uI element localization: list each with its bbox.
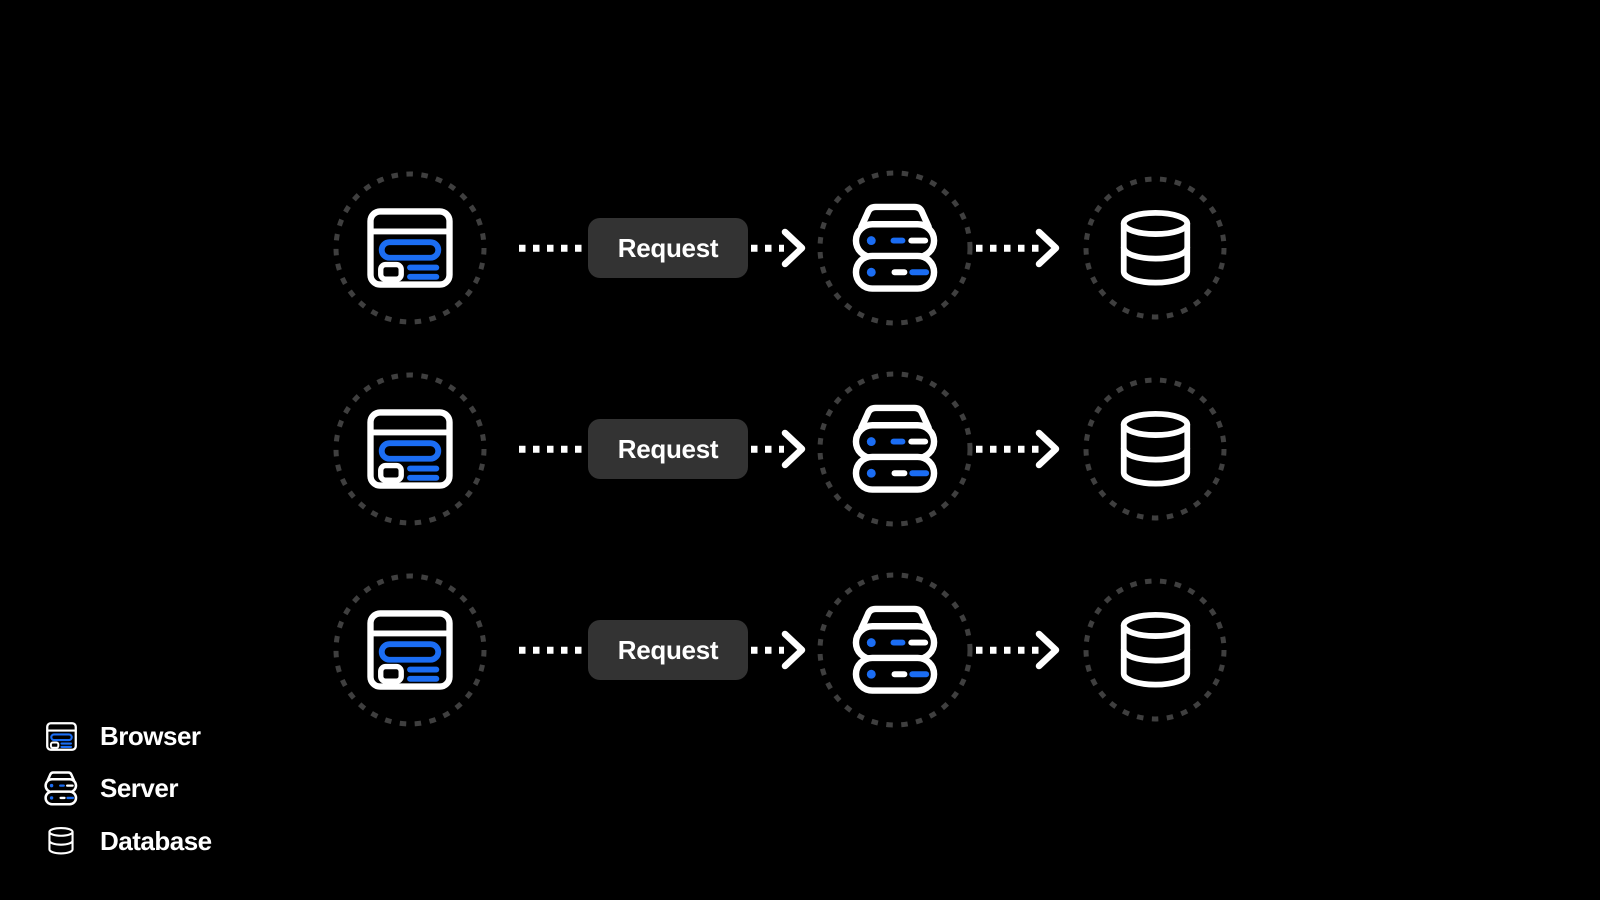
server-icon (852, 203, 939, 293)
arrow-head-icon (781, 228, 806, 268)
legend: Browser Server Database (44, 710, 212, 868)
database-node (1083, 176, 1227, 320)
arrow-head-icon (781, 630, 806, 670)
database-icon (1117, 411, 1194, 488)
request-badge: Request (588, 419, 748, 479)
legend-label: Server (100, 773, 178, 804)
browser-icon (367, 409, 453, 489)
legend-item-browser: Browser (44, 710, 212, 763)
server-node (817, 170, 973, 326)
dashed-connector (519, 445, 586, 453)
arrow-head-icon (1035, 630, 1060, 670)
legend-label: Database (100, 825, 212, 856)
dashed-connector (976, 244, 1039, 252)
flow-row-2: Request (0, 349, 1600, 549)
browser-icon (44, 721, 78, 751)
flow-row-3: Request (0, 550, 1600, 750)
arrow-head-icon (1035, 429, 1060, 469)
dashed-circle (333, 171, 487, 325)
dashed-connector (751, 646, 784, 654)
browser-icon (367, 208, 453, 288)
database-node (1083, 578, 1227, 722)
dashed-connector (519, 646, 586, 654)
dashed-circle (1083, 176, 1227, 320)
dashed-connector (519, 244, 586, 252)
server-icon (852, 605, 939, 695)
server-icon (44, 771, 78, 806)
database-icon (44, 827, 78, 855)
browser-node (333, 573, 487, 727)
dashed-connector (751, 445, 784, 453)
legend-item-database: Database (44, 815, 212, 868)
database-icon (1117, 612, 1194, 689)
arrow-head-icon (781, 429, 806, 469)
server-node (817, 371, 973, 527)
dashed-circle (333, 372, 487, 526)
legend-label: Browser (100, 720, 201, 751)
flow-row-1: Request (0, 148, 1600, 348)
database-node (1083, 377, 1227, 521)
dashed-circle (817, 572, 973, 728)
dashed-circle (817, 371, 973, 527)
dashed-circle (817, 170, 973, 326)
browser-node (333, 372, 487, 526)
dashed-connector (976, 646, 1039, 654)
browser-node (333, 171, 487, 325)
dashed-connector (976, 445, 1039, 453)
server-icon (852, 404, 939, 494)
browser-icon (367, 610, 453, 690)
dashed-circle (1083, 578, 1227, 722)
request-badge: Request (588, 620, 748, 680)
dashed-circle (1083, 377, 1227, 521)
dashed-circle (333, 573, 487, 727)
dashed-connector (751, 244, 784, 252)
arrow-head-icon (1035, 228, 1060, 268)
database-icon (1117, 210, 1194, 287)
legend-item-server: Server (44, 763, 212, 816)
request-badge: Request (588, 218, 748, 278)
server-node (817, 572, 973, 728)
